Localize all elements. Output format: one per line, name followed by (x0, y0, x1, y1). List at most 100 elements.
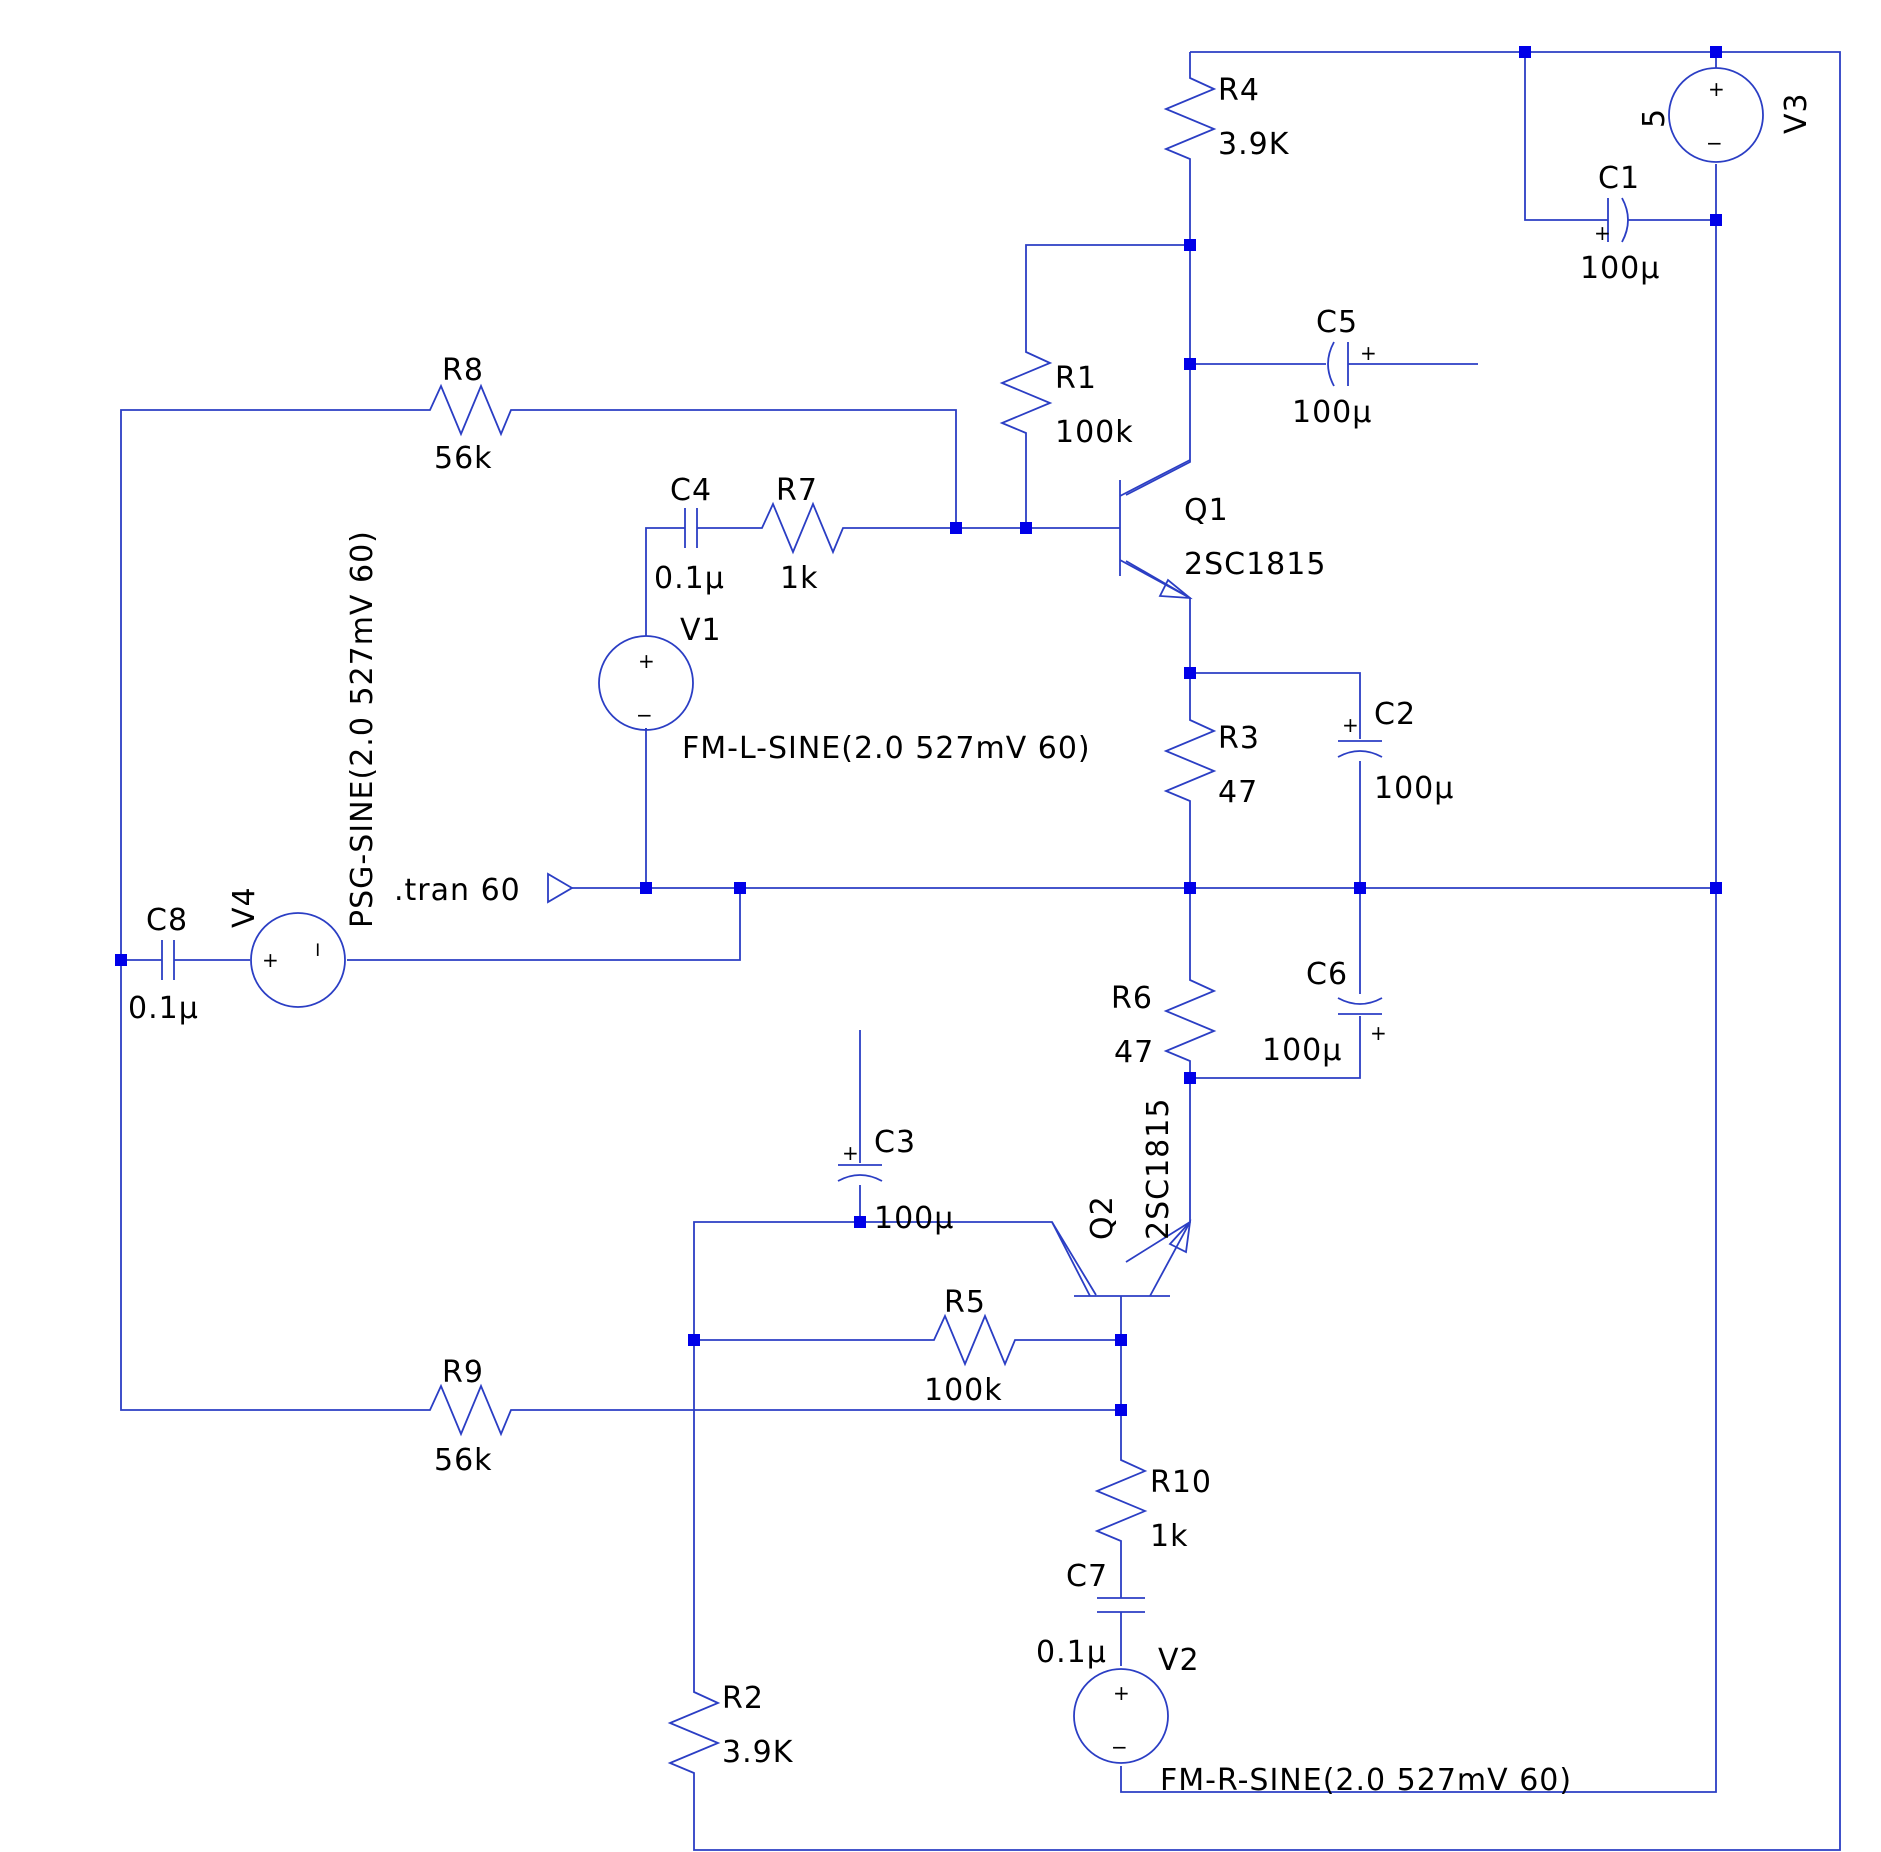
c4-name: C4 (670, 473, 712, 508)
v1-name: V1 (680, 613, 722, 648)
voltage-source-v4 (250, 912, 346, 1008)
q2-name: Q2 (1085, 1195, 1120, 1240)
v4-name: V4 (227, 886, 262, 928)
v3-value: 5 (1637, 108, 1672, 128)
r10-value: 1k (1150, 1519, 1188, 1554)
wire-c6-bottom (1190, 1016, 1361, 1079)
capacitor-c6 (1337, 997, 1383, 1015)
r10-name: R10 (1150, 1465, 1212, 1500)
junction-node (1710, 882, 1722, 894)
q1-value: 2SC1815 (1184, 547, 1326, 582)
resistor-r8 (418, 383, 514, 437)
junction-node (854, 1216, 866, 1228)
spice-directive: .tran 60 (394, 873, 521, 908)
r6-name: R6 (1111, 981, 1153, 1016)
capacitor-c2 (1337, 740, 1383, 758)
resistor-r10 (1094, 1448, 1148, 1544)
r3-value: 47 (1218, 775, 1258, 810)
c3-name: C3 (874, 1125, 916, 1160)
c7-name: C7 (1066, 1559, 1108, 1594)
c1-value: 100µ (1580, 251, 1660, 286)
junction-node (1354, 882, 1366, 894)
junction-node (1519, 46, 1531, 58)
c6-name: C6 (1306, 957, 1348, 992)
wire-q2-collector (693, 1221, 1097, 1680)
wires (120, 51, 1841, 1851)
voltage-source-v2 (1073, 1668, 1169, 1764)
junction-node (1184, 239, 1196, 251)
r8-name: R8 (442, 353, 484, 388)
v2-plus: + (1113, 1681, 1131, 1705)
c5-name: C5 (1316, 305, 1358, 340)
junction-node (1020, 522, 1032, 534)
c3-value: 100µ (874, 1201, 954, 1236)
resistor-r3 (1163, 708, 1217, 804)
wire-q1-emitter (1125, 560, 1191, 708)
capacitor-c5 (1327, 341, 1349, 387)
v4-minus: − (305, 940, 329, 958)
junction-node (1710, 214, 1722, 226)
wire-c2-top (1190, 672, 1361, 739)
junction-node (688, 1334, 700, 1346)
junction-node (640, 882, 652, 894)
c5-plus: + (1360, 341, 1378, 365)
c2-value: 100µ (1374, 771, 1454, 806)
capacitors (161, 197, 1629, 1613)
r7-value: 1k (780, 561, 818, 596)
r1-name: R1 (1055, 361, 1097, 396)
v2-value: FM-R-SINE(2.0 527mV 60) (1160, 1763, 1572, 1798)
v3-name: V3 (1779, 92, 1814, 134)
capacitor-c1 (1607, 197, 1629, 243)
c2-name: C2 (1374, 697, 1416, 732)
r9-name: R9 (442, 1355, 484, 1390)
wire-c1-loop (1524, 52, 1608, 221)
resistor-r1 (999, 340, 1053, 436)
c3-plus: + (842, 1141, 860, 1165)
wire-r1-loop (1025, 244, 1190, 340)
c1-plus: + (1594, 221, 1612, 245)
c8-name: C8 (146, 903, 188, 938)
resistor-r4 (1163, 66, 1217, 162)
junction-node (950, 522, 962, 534)
voltage-source-v1 (598, 628, 694, 731)
v1-minus: − (636, 703, 654, 727)
v2-name: V2 (1158, 1643, 1200, 1678)
r4-name: R4 (1218, 73, 1260, 108)
junction-node (1184, 358, 1196, 370)
capacitor-c7 (1097, 1597, 1145, 1613)
wire-r8-left (120, 409, 418, 962)
r8-value: 56k (434, 441, 493, 476)
c1-name: C1 (1598, 161, 1640, 196)
transistor-q2 (1051, 1219, 1192, 1297)
junction-node (1184, 882, 1196, 894)
capacitor-c3 (837, 1164, 883, 1182)
r7-name: R7 (776, 473, 818, 508)
r4-value: 3.9K (1218, 127, 1290, 162)
resistors (418, 66, 1217, 1778)
r9-value: 56k (434, 1443, 493, 1478)
ground-flag-icon (547, 872, 574, 904)
junction-node (115, 954, 127, 966)
c7-value: 0.1µ (1036, 1635, 1107, 1670)
junction-node (1184, 1072, 1196, 1084)
wire-r8-right (514, 409, 957, 528)
q2-value: 2SC1815 (1141, 1098, 1176, 1240)
v4-value: PSG-SINE(2.0 527mV 60) (345, 530, 380, 928)
voltage-source-v3 (1668, 67, 1764, 163)
v1-plus: + (638, 649, 656, 673)
wire-r9-left (120, 960, 418, 1411)
junction-node (1184, 667, 1196, 679)
r6-value: 47 (1114, 1035, 1154, 1070)
junction-node (1710, 46, 1722, 58)
wire-c4-left (645, 527, 685, 628)
v4-plus: + (262, 948, 280, 972)
component-labels: R4 3.9K R1 100k R3 47 R6 47 R10 1k R2 3.… (128, 73, 1814, 1798)
junction-nodes (115, 46, 1722, 1416)
c2-plus: + (1342, 713, 1360, 737)
resistor-r5 (922, 1313, 1018, 1367)
c8-value: 0.1µ (128, 991, 199, 1026)
wire-r4-bottom-to-q1-collector (1125, 162, 1191, 496)
r5-value: 100k (924, 1373, 1003, 1408)
r2-name: R2 (722, 1681, 764, 1716)
